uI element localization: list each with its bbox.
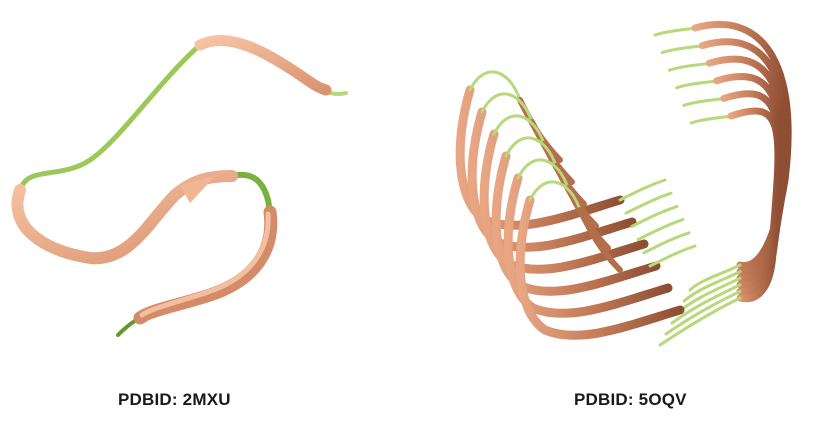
coil-segment bbox=[662, 46, 702, 53]
coil-segment bbox=[684, 98, 724, 105]
beta-strand bbox=[200, 40, 326, 90]
caption-2mxu: PDBID: 2MXU bbox=[118, 390, 231, 410]
protein-ribbon-5oqv bbox=[400, 0, 827, 380]
coil-segment bbox=[669, 63, 709, 70]
coil-segment bbox=[655, 28, 695, 35]
caption-5oqv: PDBID: 5OQV bbox=[574, 390, 687, 410]
structure-panel-2mxu: PDBID: 2MXU bbox=[0, 0, 400, 423]
coil-segment bbox=[677, 81, 717, 88]
coil-segment bbox=[20, 45, 200, 190]
protein-ribbon-2mxu bbox=[0, 0, 400, 380]
coil-segment bbox=[690, 265, 740, 290]
structure-panel-5oqv: PDBID: 5OQV bbox=[400, 0, 827, 423]
coil-segment bbox=[232, 175, 270, 212]
coil-segment bbox=[691, 116, 731, 123]
coil-segment bbox=[650, 246, 695, 266]
coil-segment bbox=[530, 182, 580, 210]
